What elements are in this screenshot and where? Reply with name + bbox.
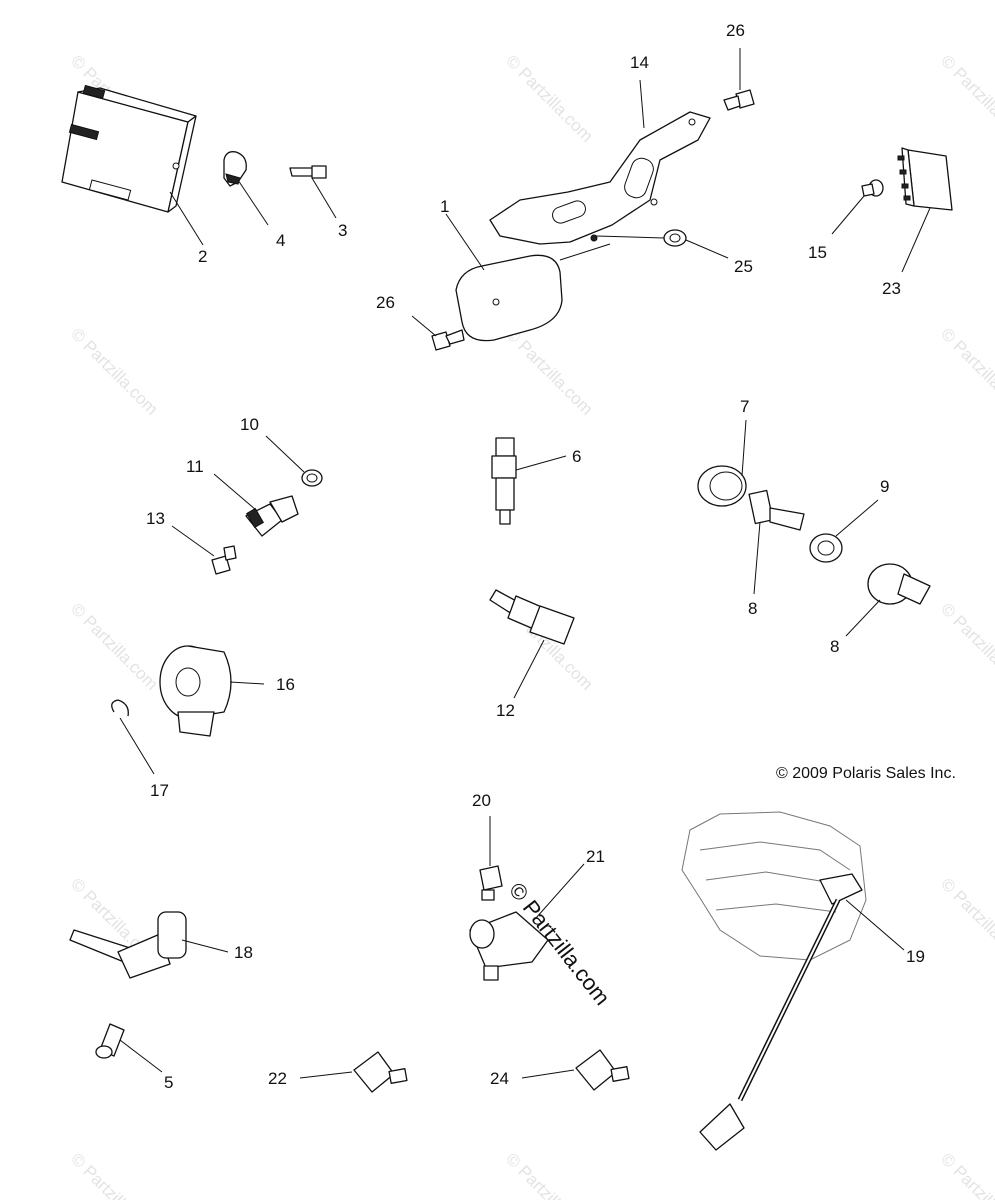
part-2-ecu-module	[61, 84, 204, 246]
part-22-switch	[299, 1051, 408, 1093]
part-12-temp-sensor	[489, 589, 575, 699]
part-3-pin	[289, 165, 337, 219]
watermark-faint: © Partzilla.com	[67, 1149, 161, 1200]
part-1-pad	[445, 213, 563, 342]
part-26-bolt	[723, 48, 755, 111]
callout-20: 20	[472, 791, 491, 810]
watermark-faint: © Partzilla.com	[937, 599, 995, 693]
callout-6: 6	[572, 447, 581, 466]
callout-22: 22	[268, 1069, 287, 1088]
callout-12: 12	[496, 701, 515, 720]
callout-9: 9	[880, 477, 889, 496]
part-4-clamp	[223, 151, 269, 226]
watermark-faint: © Partzilla.com	[502, 51, 596, 145]
watermark-faint: © Partzilla.com	[502, 1149, 596, 1200]
callout-25: 25	[734, 257, 753, 276]
callout-4: 4	[276, 231, 285, 250]
callout-16: 16	[276, 675, 295, 694]
part-25-nut	[559, 229, 729, 261]
callout-14: 14	[630, 53, 649, 72]
part-8-switch	[845, 563, 931, 637]
part-8-key	[748, 489, 805, 595]
part-13-bolt	[171, 525, 237, 575]
callout-21: 21	[586, 847, 605, 866]
watermark-faint: © Partzilla.com	[937, 51, 995, 145]
part-21-map-sensor	[469, 863, 585, 981]
callout-5: 5	[164, 1073, 173, 1092]
part-24-switch	[521, 1049, 630, 1091]
callout-8: 8	[830, 637, 839, 656]
part-20-bolt	[479, 816, 503, 901]
part-7-knob	[697, 419, 747, 507]
callout-2: 2	[198, 247, 207, 266]
callout-3: 3	[338, 221, 347, 240]
part-26-bolt	[411, 315, 465, 351]
watermark-faint: © Partzilla.com	[67, 599, 161, 693]
watermark-faint: © Partzilla.com	[502, 324, 596, 418]
watermark-faint: © Partzilla.com	[937, 1149, 995, 1200]
watermark-faint: © Partzilla.com	[67, 324, 161, 418]
callout-24: 24	[490, 1069, 509, 1088]
part-10-washer	[265, 435, 323, 487]
part-19-sensor-assembly	[681, 811, 905, 1151]
part-18-sensor	[69, 911, 229, 979]
callout-26: 26	[376, 293, 395, 312]
callout-19: 19	[906, 947, 925, 966]
callout-7: 7	[740, 397, 749, 416]
callout-18: 18	[234, 943, 253, 962]
watermark-faint: © Partzilla.com	[937, 324, 995, 418]
part-11-sensor	[213, 473, 299, 537]
part-6-sensor	[491, 437, 567, 525]
part-16-knock-sensor	[159, 645, 265, 737]
part-15-screw	[831, 179, 884, 235]
part-5-pin	[95, 1023, 163, 1073]
watermark-faint: © Partzilla.com	[937, 874, 995, 968]
callout-13: 13	[146, 509, 165, 528]
part-9-nut	[809, 499, 879, 563]
callout-23: 23	[882, 279, 901, 298]
copyright-notice: © 2009 Polaris Sales Inc.	[776, 765, 956, 782]
callout-11: 11	[186, 457, 204, 476]
part-14-bracket	[489, 79, 711, 245]
callout-1: 1	[440, 197, 449, 216]
callout-17: 17	[150, 781, 169, 800]
callout-10: 10	[240, 415, 259, 434]
callout-labels: 1 2 3 4 5 6 7 8 8 9 10 11 12 13 14 15 16…	[146, 21, 925, 1092]
callout-8: 8	[748, 599, 757, 618]
part-23-relay	[897, 147, 953, 273]
callout-15: 15	[808, 243, 827, 262]
callout-26: 26	[726, 21, 745, 40]
part-17-clip	[111, 699, 155, 775]
